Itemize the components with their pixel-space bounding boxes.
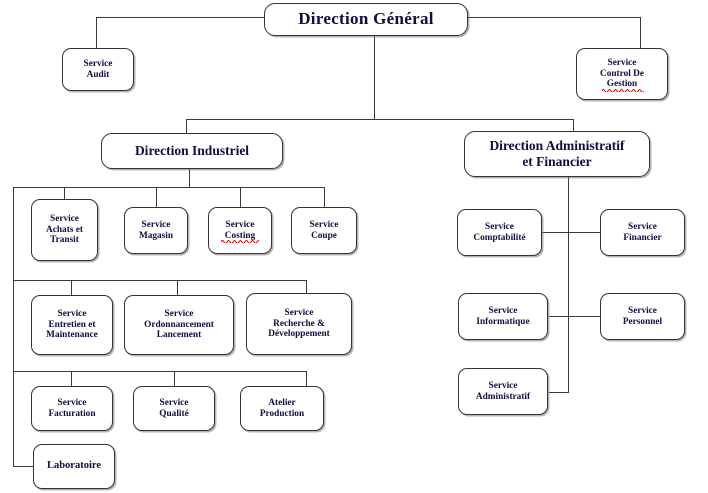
node-service-costing[interactable]: Service Costing <box>208 207 272 254</box>
node-service-audit[interactable]: Service Audit <box>62 48 134 91</box>
node-label: Service Administratif <box>475 380 531 402</box>
connector-dg-to-controlgestion-vertical <box>640 17 642 48</box>
node-label: Service Coupe <box>309 219 339 241</box>
node-service-facturation[interactable]: Service Facturation <box>31 386 113 431</box>
connector-daf-row2-bus <box>549 316 601 318</box>
node-label: Service Costing <box>224 219 256 241</box>
node-label: Service Control De Gestion <box>600 57 644 90</box>
node-service-administratif[interactable]: Service Administratif <box>458 368 548 415</box>
connector-drop-achats-transit <box>64 187 66 199</box>
connector-drop-ordonnancement <box>177 280 179 295</box>
connector-dg-to-audit-vertical <box>96 17 98 48</box>
node-label: Service Comptabilité <box>473 221 526 243</box>
connector-dg-trunk <box>374 35 376 120</box>
connector-daf-row1-bus <box>541 232 601 234</box>
node-atelier-production[interactable]: Atelier Production <box>240 386 324 431</box>
connector-drop-qualite <box>174 371 176 386</box>
connector-dg-to-controlgestion-horizontal <box>467 17 641 19</box>
node-service-personnel[interactable]: Service Personnel <box>600 293 685 340</box>
node-label: Service Financier <box>623 221 662 243</box>
node-label: Service Qualité <box>159 397 189 419</box>
connector-spine-to-laboratoire <box>13 466 34 468</box>
connector-bus-to-direction-administratif <box>573 119 575 131</box>
node-service-informatique[interactable]: Service Informatique <box>458 293 548 340</box>
node-service-coupe[interactable]: Service Coupe <box>291 207 357 254</box>
node-service-recherche-developpement[interactable]: Service Recherche & Développement <box>246 293 352 355</box>
connector-drop-atelier-production <box>306 371 308 386</box>
node-service-qualite[interactable]: Service Qualité <box>133 386 215 431</box>
connector-drop-magasin <box>156 187 158 207</box>
node-label: Direction Administratif et Financier <box>489 138 625 169</box>
node-service-comptabilite[interactable]: Service Comptabilité <box>457 209 542 256</box>
connector-industriel-row3-bus <box>13 371 307 373</box>
node-label: Service Recherche & Développement <box>268 307 330 340</box>
node-service-ordonnancement-lancement[interactable]: Service Ordonnancement Lancement <box>124 295 234 355</box>
node-label: Service Personnel <box>622 305 663 327</box>
node-label: Laboratoire <box>46 460 102 472</box>
connector-industriel-spine <box>13 187 15 467</box>
node-direction-general[interactable]: Direction Général <box>264 3 468 36</box>
connector-industriel-row2-bus <box>13 280 307 282</box>
node-label: Direction Général <box>298 9 434 29</box>
node-label: Service Entretien et Maintenance <box>46 308 98 341</box>
connector-drop-coupe <box>324 187 326 207</box>
node-label: Atelier Production <box>259 397 305 419</box>
node-service-achats-et-transit[interactable]: Service Achats et Transit <box>31 199 98 261</box>
connector-drop-entretien <box>71 280 73 295</box>
node-label: Service Ordonnancement Lancement <box>144 308 214 341</box>
node-label: Service Facturation <box>48 397 96 419</box>
connector-bus-to-direction-industriel <box>186 119 188 133</box>
node-service-financier[interactable]: Service Financier <box>600 209 685 256</box>
connector-dg-to-audit-horizontal <box>96 17 264 19</box>
connector-industriel-stem <box>189 169 191 188</box>
node-label: Service Achats et Transit <box>46 213 83 246</box>
node-laboratoire[interactable]: Laboratoire <box>33 444 115 489</box>
node-direction-industriel[interactable]: Direction Industriel <box>101 133 283 169</box>
connector-drop-recherche <box>306 280 308 295</box>
connector-drop-costing <box>240 187 242 207</box>
node-label: Service Informatique <box>476 305 530 327</box>
connector-industriel-row1-bus <box>13 187 325 189</box>
node-label: Service Magasin <box>138 219 174 241</box>
node-label: Direction Industriel <box>134 143 250 159</box>
connector-divisions-bus <box>186 119 574 121</box>
node-service-entretien-et-maintenance[interactable]: Service Entretien et Maintenance <box>31 295 113 355</box>
node-service-magasin[interactable]: Service Magasin <box>124 207 188 254</box>
node-direction-administratif-et-financier[interactable]: Direction Administratif et Financier <box>464 131 650 177</box>
connector-administratif-trunk <box>568 172 570 393</box>
node-service-control-de-gestion[interactable]: Service Control De Gestion <box>576 48 668 100</box>
node-label: Service Audit <box>83 58 113 80</box>
connector-drop-facturation <box>71 371 73 386</box>
connector-daf-to-administratif <box>549 392 569 394</box>
